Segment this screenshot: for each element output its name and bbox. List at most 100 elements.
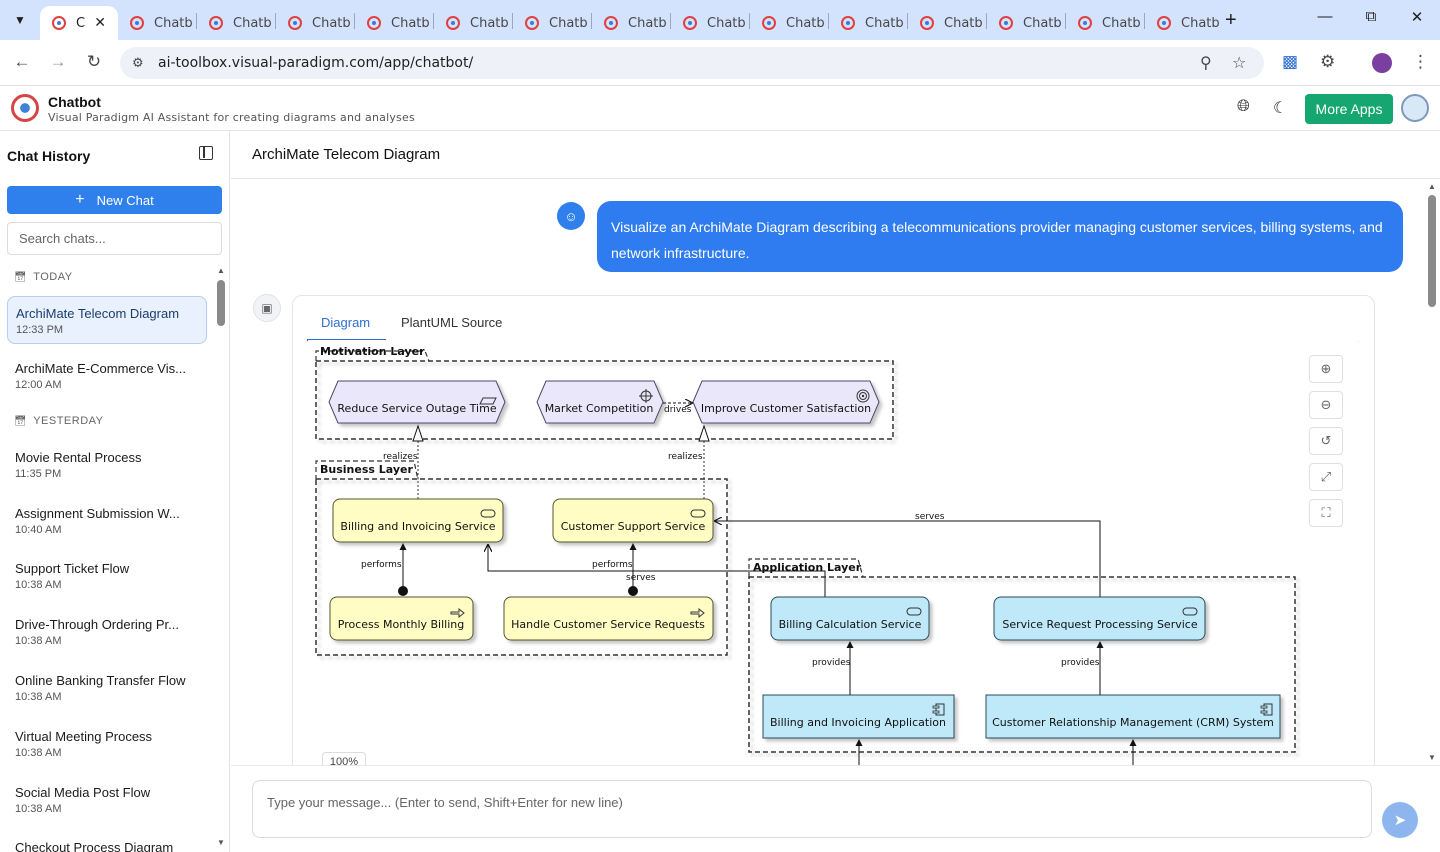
back-arrow-icon[interactable]: ←: [13, 52, 31, 71]
favicon-icon: [288, 16, 302, 30]
puzzle-icon[interactable]: ⚙: [1320, 52, 1336, 71]
element-improve-satisfaction[interactable]: Improve Customer Satisfaction: [692, 380, 880, 424]
browser-tab-active[interactable]: C ✕: [40, 6, 118, 40]
tab-search-chevron-icon[interactable]: ▼: [14, 13, 26, 27]
sidebar-scroll-down-arrow-icon[interactable]: ▼: [217, 838, 225, 847]
chat-item-virtual-meeting[interactable]: Virtual Meeting Process 10:38 AM: [15, 729, 153, 759]
browser-tab[interactable]: Chatb: [671, 6, 749, 40]
browser-tab[interactable]: Chatb: [750, 6, 828, 40]
search-chats-input[interactable]: [7, 222, 222, 255]
browser-tab[interactable]: Chatb: [197, 6, 275, 40]
element-request-processing[interactable]: Service Request Processing Service: [993, 596, 1206, 641]
forward-arrow-icon[interactable]: →: [49, 52, 67, 71]
tab-title: Chatb: [1102, 15, 1141, 31]
element-reduce-outage[interactable]: Reduce Service Outage Time: [328, 380, 506, 424]
new-chat-button[interactable]: + New Chat: [7, 186, 222, 214]
main-scroll-down-arrow-icon[interactable]: ▼: [1428, 753, 1436, 762]
omnibox[interactable]: ⚙ ai-toolbox.visual-paradigm.com/app/cha…: [120, 47, 1264, 79]
browser-tab[interactable]: Chatb: [987, 6, 1065, 40]
relation-cutoff-lines: [855, 739, 1137, 766]
favicon-icon: [999, 16, 1013, 30]
more-apps-button[interactable]: More Apps: [1305, 94, 1393, 124]
browser-tab[interactable]: Chatb: [1066, 6, 1144, 40]
element-handle-requests[interactable]: Handle Customer Service Requests: [503, 596, 714, 641]
site-settings-icon[interactable]: ⚙: [132, 55, 144, 70]
svg-text:Customer Support Service: Customer Support Service: [561, 520, 706, 533]
chat-item-assignment-submission[interactable]: Assignment Submission W... 10:40 AM: [15, 506, 180, 536]
extension-icon[interactable]: ▩: [1282, 52, 1299, 71]
browser-tab[interactable]: Chatb: [592, 6, 670, 40]
restore-icon[interactable]: ⧉: [1365, 8, 1377, 25]
address-bar: ← → ↻ ⚙ ai-toolbox.visual-paradigm.com/a…: [0, 40, 1440, 86]
application-layer-group: Application Layer: [748, 558, 1296, 753]
profile-avatar[interactable]: [1372, 53, 1392, 73]
element-billing-app[interactable]: Billing and Invoicing Application: [762, 694, 955, 739]
relation-provides-1: provides: [812, 641, 854, 695]
browser-tab[interactable]: Chatb: [1145, 6, 1223, 40]
browser-tab[interactable]: Chatb: [908, 6, 986, 40]
chat-item-support-ticket[interactable]: Support Ticket Flow 10:38 AM: [15, 561, 130, 591]
fullscreen-icon[interactable]: ⛶: [1309, 499, 1343, 527]
svg-text:realizes: realizes: [383, 452, 418, 462]
dark-mode-moon-icon[interactable]: ☾: [1273, 100, 1288, 117]
sidebar-scrollbar-thumb[interactable]: [217, 280, 225, 326]
tab-separator: [275, 13, 276, 29]
user-message-bubble: Visualize an ArchiMate Diagram describin…: [597, 201, 1403, 272]
main-scroll-up-arrow-icon[interactable]: ▲: [1428, 182, 1436, 191]
tab-plantuml-source[interactable]: PlantUML Source: [401, 315, 503, 330]
element-billing-calc[interactable]: Billing Calculation Service: [770, 596, 930, 641]
chat-item-drive-through[interactable]: Drive-Through Ordering Pr... 10:38 AM: [15, 617, 180, 647]
browser-tab[interactable]: Chatb: [276, 6, 354, 40]
archimate-diagram[interactable]: Motivation Layer Reduce Service Outage T…: [308, 340, 1358, 766]
main-scrollbar-thumb[interactable]: [1428, 195, 1436, 307]
chat-item-archimate-ecommerce[interactable]: ArchiMate E-Commerce Vis... 12:00 AM: [15, 361, 186, 391]
close-window-icon[interactable]: ✕: [1410, 9, 1424, 26]
browser-menu-icon[interactable]: ⋮: [1412, 52, 1429, 71]
tab-title: Chatb: [391, 15, 430, 31]
zoom-out-icon[interactable]: ⊖: [1309, 391, 1343, 419]
close-tab-icon[interactable]: ✕: [94, 15, 106, 31]
chat-item-checkout-process[interactable]: Checkout Process Diagram: [15, 840, 174, 852]
bookmark-star-icon[interactable]: ☆: [1232, 55, 1247, 72]
message-input[interactable]: [252, 780, 1372, 838]
relation-serves-billing: serves: [488, 545, 826, 597]
sidebar-scroll-up-arrow-icon[interactable]: ▲: [217, 266, 225, 275]
element-crm-system[interactable]: Customer Relationship Management (CRM) S…: [985, 694, 1281, 739]
browser-tab[interactable]: Chatb: [355, 6, 433, 40]
relation-provides-2: provides: [1061, 641, 1104, 695]
chat-history-sidebar: Chat History + New Chat 📅︎TODAY ArchiMat…: [0, 131, 230, 852]
svg-text:drives: drives: [664, 405, 692, 415]
svg-text:provides: provides: [812, 658, 851, 668]
chat-item-social-media[interactable]: Social Media Post Flow 10:38 AM: [15, 785, 151, 815]
section-today: 📅︎TODAY: [14, 271, 73, 283]
bot-avatar[interactable]: [1401, 94, 1429, 122]
svg-text:realizes: realizes: [668, 452, 703, 462]
chat-item-online-banking[interactable]: Online Banking Transfer Flow 10:38 AM: [15, 673, 186, 703]
browser-tab[interactable]: Chatb: [118, 6, 196, 40]
new-tab-plus-icon[interactable]: +: [1225, 9, 1237, 31]
sidebar-toggle-icon[interactable]: [199, 146, 213, 160]
element-market-competition[interactable]: Market Competition: [536, 380, 664, 424]
globe-icon[interactable]: 🌐︎: [1237, 98, 1250, 115]
reset-view-icon[interactable]: ↺: [1309, 427, 1343, 455]
relation-realizes-1: realizes: [383, 424, 424, 499]
element-billing-service[interactable]: Billing and Invoicing Service: [332, 498, 504, 543]
element-monthly-billing[interactable]: Process Monthly Billing: [329, 596, 474, 641]
send-icon[interactable]: ➤: [1382, 802, 1418, 838]
element-support-service[interactable]: Customer Support Service: [552, 498, 714, 543]
goal-icon: [856, 389, 870, 403]
minimize-icon[interactable]: —: [1317, 8, 1333, 25]
reload-icon[interactable]: ↻: [86, 52, 102, 71]
browser-tab[interactable]: Chatb: [829, 6, 907, 40]
divider: [231, 178, 1440, 179]
chat-item-archimate-telecom[interactable]: ArchiMate Telecom Diagram 12:33 PM: [7, 296, 207, 344]
zoom-magnifier-icon[interactable]: ⚲: [1200, 55, 1212, 72]
tab-title: Chatb: [865, 15, 904, 31]
chat-item-movie-rental[interactable]: Movie Rental Process 11:35 PM: [15, 450, 142, 480]
tab-diagram[interactable]: Diagram: [321, 315, 371, 330]
motivation-layer-label: Motivation Layer: [320, 345, 425, 358]
browser-tab[interactable]: Chatb: [513, 6, 591, 40]
browser-tab[interactable]: Chatb: [434, 6, 512, 40]
zoom-in-icon[interactable]: ⊕: [1309, 355, 1343, 383]
fit-to-screen-icon[interactable]: ⤢: [1309, 463, 1343, 491]
